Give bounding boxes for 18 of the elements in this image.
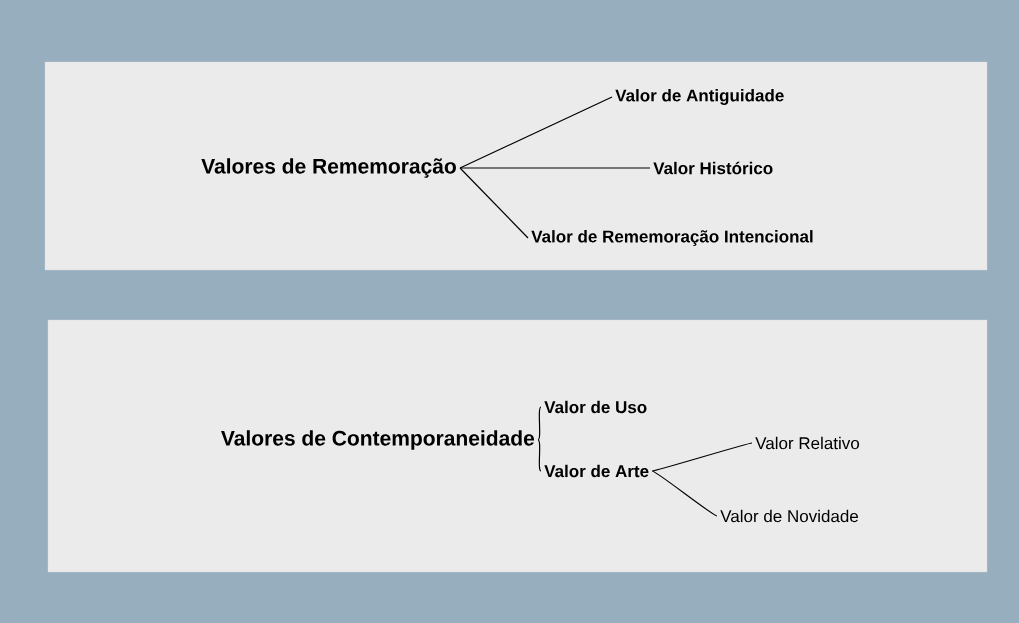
value-text: Valor de Rememoração Intencional <box>531 230 813 246</box>
connector-line <box>459 167 651 169</box>
value-text: Valor de Novidade <box>720 509 858 523</box>
connector-line <box>459 167 529 239</box>
connector-line <box>537 406 542 441</box>
heading-text: Valores de Rememoração <box>201 158 456 178</box>
panel <box>44 61 988 271</box>
value-text: Valor Histórico <box>653 161 773 175</box>
value-text: Valor de Uso <box>544 400 647 414</box>
connector-line <box>537 439 542 472</box>
panel <box>47 319 988 573</box>
value-text: Valor de Antiguidade <box>615 89 784 105</box>
value-text: Valor Relativo <box>755 436 859 450</box>
connector-line <box>651 442 753 472</box>
value-text: Valor de Arte <box>544 464 649 478</box>
connector-line <box>459 96 613 169</box>
connector-line <box>651 470 718 517</box>
heading-text: Valores de Contemporaneidade <box>221 430 535 450</box>
